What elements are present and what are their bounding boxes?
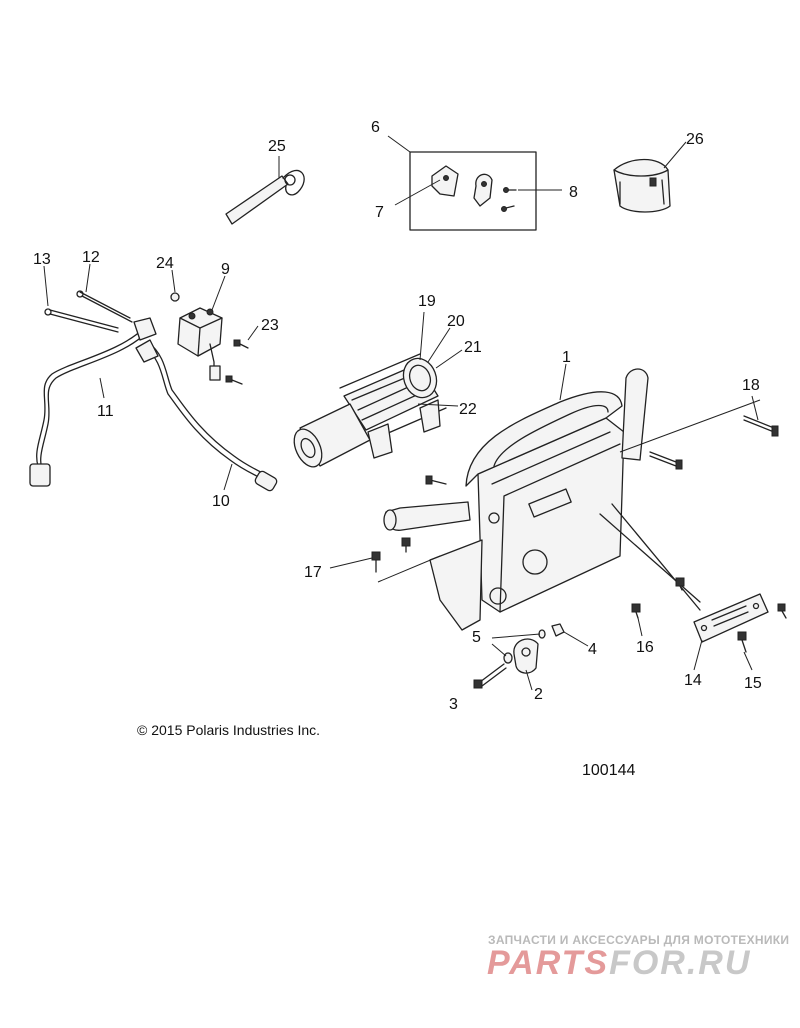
part-10-harness	[135, 339, 278, 492]
callout-10: 10	[212, 493, 230, 510]
watermark-brand-part2: FOR.RU	[609, 944, 752, 982]
frame-bolt-top	[425, 451, 683, 485]
callout-22: 22	[459, 401, 477, 418]
callout-19: 19	[418, 293, 436, 310]
callout-23: 23	[261, 317, 279, 334]
callout-18: 18	[742, 377, 760, 394]
part-16-bolts	[631, 577, 685, 637]
callout-1: 1	[562, 349, 571, 366]
callout-17: 17	[304, 564, 322, 581]
part-15-bolts	[737, 603, 787, 671]
callout-24: 24	[156, 255, 174, 272]
callout-3: 3	[449, 696, 458, 713]
drawing-number: 100144	[582, 762, 636, 779]
watermark-subtitle: ЗАПЧАСТИ И АКСЕССУАРЫ ДЛЯ МОТОТЕХНИКИ	[488, 933, 790, 947]
callout-8: 8	[569, 184, 578, 201]
part-6-kit-box	[387, 135, 562, 231]
callout-6: 6	[371, 119, 380, 136]
callout-11: 11	[97, 403, 114, 420]
part-26-cover	[613, 141, 687, 213]
callout-20: 20	[447, 313, 465, 330]
callout-9: 9	[221, 261, 230, 278]
callout-26: 26	[686, 131, 704, 148]
part-2-5-hook	[473, 623, 589, 691]
watermark-brand-part1: PARTS	[487, 944, 610, 982]
callout-4: 4	[588, 641, 597, 658]
callout-7: 7	[375, 204, 384, 221]
part-9-contactor	[170, 269, 259, 385]
part-18-bolt	[619, 395, 779, 453]
callout-13: 13	[33, 251, 51, 268]
part-25-strap	[225, 156, 305, 225]
part-12-13-cables	[43, 263, 133, 333]
copyright-text: © 2015 Polaris Industries Inc.	[137, 722, 321, 738]
callout-2: 2	[534, 686, 543, 703]
winch-assembly	[293, 311, 463, 468]
callout-labels: 1 2 3 4 5 6 7 8 9 10 11 12 13 14 15 16 1…	[33, 119, 762, 713]
part-17-bolts	[329, 537, 441, 583]
callout-16: 16	[636, 639, 654, 656]
callout-5: 5	[472, 629, 481, 646]
callout-12: 12	[82, 249, 100, 266]
part-14-fairlead	[693, 593, 769, 671]
watermark-logo: PARTSFOR.RU	[487, 944, 751, 983]
callout-21: 21	[464, 339, 482, 356]
callout-15: 15	[744, 675, 762, 692]
part-1-mount-frame	[383, 363, 701, 631]
callout-25: 25	[268, 138, 286, 155]
part-11-harness	[29, 317, 157, 487]
callout-14: 14	[684, 672, 702, 689]
